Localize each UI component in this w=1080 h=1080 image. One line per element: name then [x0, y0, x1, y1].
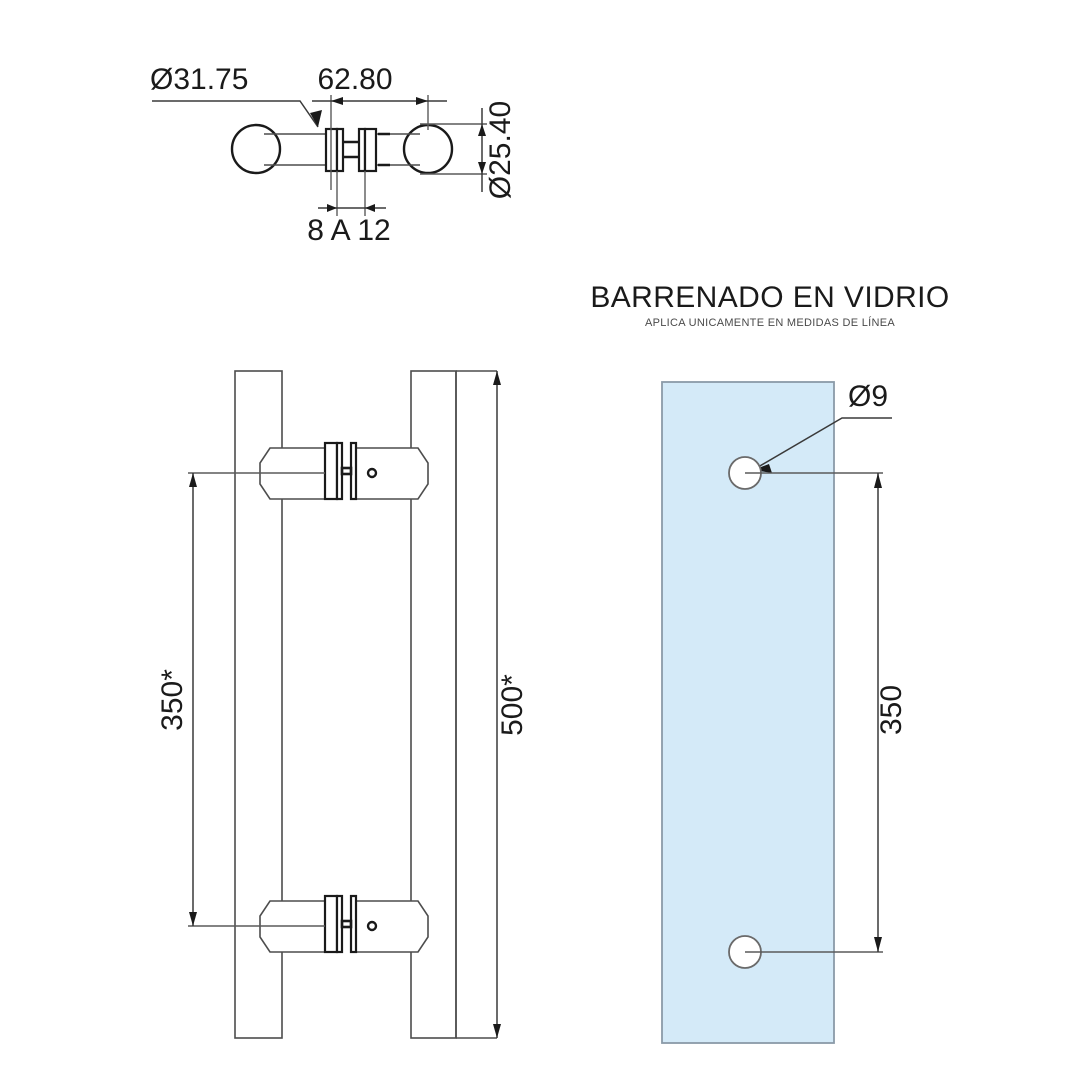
- title-block-group: BARRENADO EN VIDRIO APLICA UNICAMENTE EN…: [590, 281, 949, 329]
- bracket-top-screw-dot: [366, 467, 378, 479]
- top-view-group: Ø31.75 62.80 8 A 12 Ø25.40: [150, 63, 517, 247]
- rod-left-body: [264, 133, 326, 166]
- label-hole-spacing: 350: [875, 685, 908, 735]
- bracket-top: [259, 441, 429, 501]
- leader-line-rod-diameter: [152, 100, 319, 128]
- bracket-bottom-collar-left: [323, 894, 339, 954]
- label-rod-diameter: Ø31.75: [150, 63, 248, 96]
- dim-arrow-8a12-right: [365, 204, 375, 212]
- bracket-bottom-bolt: [340, 919, 353, 929]
- dim-arrow-62-right: [416, 97, 428, 105]
- bracket-bottom-right-body: [355, 900, 429, 953]
- leader-line-hole-diameter: [752, 417, 892, 471]
- dim-arrow-350-bottom: [189, 912, 197, 926]
- dim-arrow-500-top: [493, 371, 501, 385]
- dim-arrow-350-top: [189, 473, 197, 487]
- dim-arrow-62-left: [331, 97, 343, 105]
- glass-panel: [661, 381, 835, 1044]
- rod-tick-marks: [378, 132, 390, 167]
- label-base-diameter: Ø25.40: [484, 101, 517, 199]
- leader-arrow-rod-diameter: [310, 110, 322, 127]
- through-bolt: [343, 140, 359, 159]
- section-title: BARRENADO EN VIDRIO: [590, 281, 949, 314]
- rod-left-ball: [230, 123, 282, 175]
- dim-arrow-glass-bottom: [874, 937, 882, 952]
- bracket-bottom: [259, 894, 429, 954]
- dim-arrow-500-bottom: [493, 1024, 501, 1038]
- dim-arrow-8a12-left: [327, 204, 337, 212]
- dim-arrow-2540-top: [478, 124, 486, 136]
- label-overall-length: 500*: [496, 674, 529, 736]
- dim-arrow-2540-bottom: [478, 162, 486, 174]
- bracket-bottom-screw-dot: [366, 920, 378, 932]
- bracket-top-bolt: [340, 466, 353, 476]
- label-hole-diameter: Ø9: [848, 380, 888, 413]
- collar-right-outer: [363, 127, 378, 173]
- front-view-group: 350* 500*: [160, 370, 529, 1039]
- label-mount-spacing: 62.80: [317, 63, 392, 96]
- collar-left-inner: [335, 127, 345, 173]
- bracket-top-right-body: [355, 447, 429, 500]
- glass-view-group: Ø9 350: [661, 380, 908, 1044]
- label-center-to-center: 350*: [160, 669, 189, 731]
- bracket-top-collar-left: [323, 441, 339, 501]
- label-glass-thickness: 8 A 12: [307, 214, 390, 247]
- section-subtitle: APLICA UNICAMENTE EN MEDIDAS DE LÍNEA: [645, 316, 895, 329]
- dim-arrow-glass-top: [874, 473, 882, 488]
